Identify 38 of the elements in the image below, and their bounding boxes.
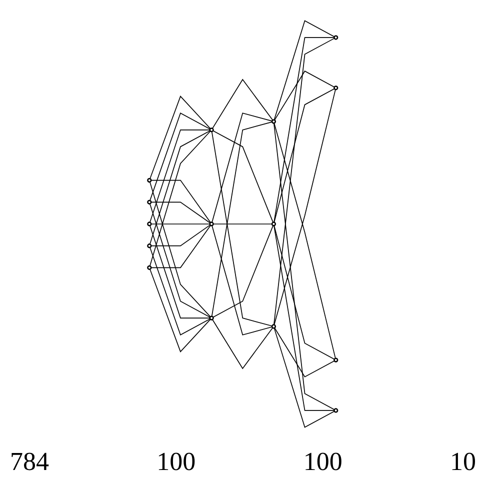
connector bbox=[274, 36, 335, 222]
connector bbox=[212, 224, 274, 318]
connector bbox=[150, 130, 212, 266]
connector bbox=[151, 224, 212, 268]
connector bbox=[274, 224, 335, 410]
connector bbox=[150, 95, 212, 179]
connector bbox=[150, 202, 211, 318]
connector bbox=[150, 181, 212, 317]
connector bbox=[213, 223, 273, 224]
connector bbox=[212, 112, 273, 222]
layer-size-label: 784 bbox=[10, 447, 49, 477]
layer-size-label: 100 bbox=[156, 447, 196, 477]
connector bbox=[274, 37, 336, 325]
layer-size-label: 10 bbox=[450, 447, 476, 477]
connector bbox=[150, 246, 211, 335]
connector bbox=[151, 179, 212, 223]
connector bbox=[150, 129, 211, 222]
connector bbox=[151, 224, 211, 246]
connector bbox=[212, 318, 274, 369]
connector bbox=[151, 201, 211, 223]
connector bbox=[150, 224, 211, 318]
connector bbox=[151, 223, 211, 224]
connector bbox=[274, 122, 336, 410]
connector bbox=[150, 112, 211, 200]
layer-size-label: 100 bbox=[303, 447, 342, 477]
connector bbox=[274, 327, 336, 428]
connector bbox=[274, 326, 336, 377]
connector bbox=[274, 224, 336, 360]
connector bbox=[274, 88, 336, 222]
connector bbox=[150, 130, 211, 244]
connector bbox=[274, 122, 336, 358]
connector bbox=[274, 20, 336, 120]
connector bbox=[274, 70, 336, 120]
connector bbox=[274, 88, 336, 325]
connector bbox=[212, 224, 273, 335]
connector bbox=[150, 268, 212, 352]
connector bbox=[212, 130, 274, 222]
connector bbox=[212, 78, 274, 128]
